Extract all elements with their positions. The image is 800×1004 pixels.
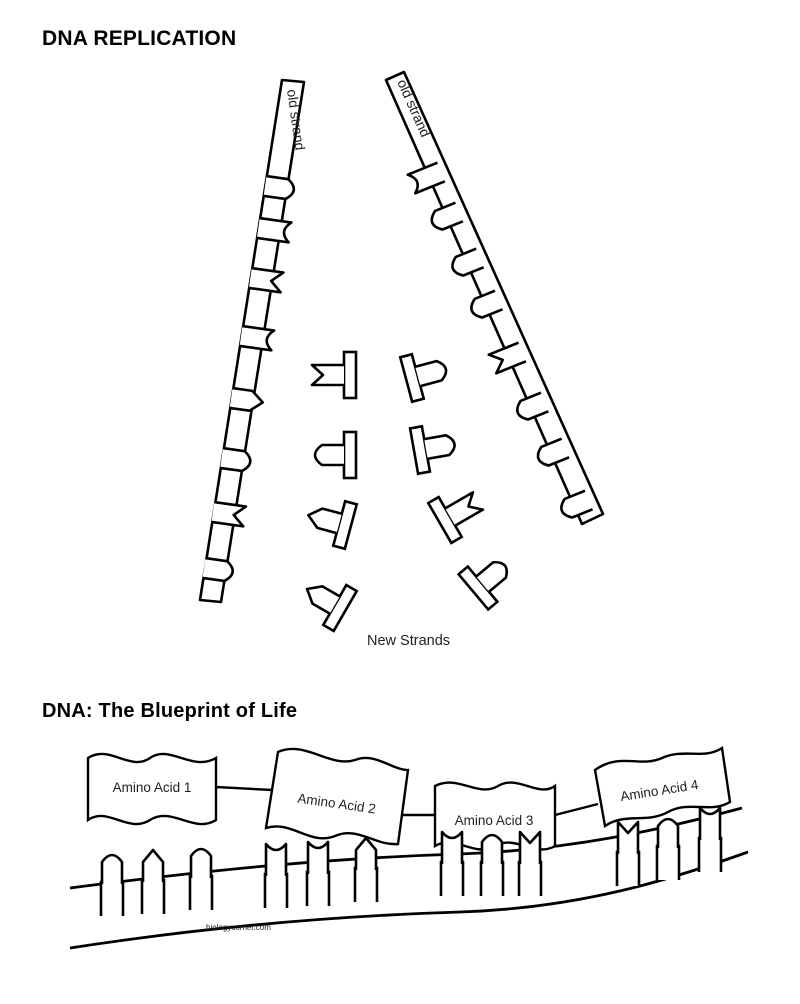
codon-base-stem xyxy=(439,860,465,896)
peptide-bonds xyxy=(215,785,599,817)
codon-base-tip xyxy=(480,833,504,866)
free-nucleotide xyxy=(457,556,513,611)
left-strand-base xyxy=(201,556,236,584)
left-strand-base xyxy=(247,266,285,294)
codon-base xyxy=(697,806,723,872)
codon-base-tip xyxy=(189,847,213,880)
amino-acid-2: Amino Acid 2 xyxy=(264,747,410,846)
free-nucleotide-tip xyxy=(413,357,450,388)
free-nucleotide-tip xyxy=(313,443,346,467)
codon-base-stem xyxy=(655,844,681,880)
amino-acid-3: Amino Acid 3 xyxy=(433,781,557,851)
amino-acid-1-label: Amino Acid 1 xyxy=(113,780,192,795)
free-nucleotide-tip xyxy=(310,363,346,387)
left-strand-base xyxy=(228,386,266,414)
codon-base-tip xyxy=(656,817,680,850)
codon-base xyxy=(353,836,379,902)
codon-base xyxy=(263,842,289,908)
free-nucleotide-tip xyxy=(422,432,458,461)
codon-base-tip xyxy=(141,848,165,884)
amino-acid-4: Amino Acid 4 xyxy=(593,745,732,829)
codon-base xyxy=(479,833,505,896)
free-nucleotide xyxy=(398,352,450,404)
codon-base-stem xyxy=(99,880,125,916)
free-nucleotide-bar xyxy=(342,430,358,480)
codon-base-stem xyxy=(479,860,505,896)
codon-base-stem xyxy=(305,870,331,906)
amino-acid-3-label: Amino Acid 3 xyxy=(455,813,534,828)
free-nucleotide xyxy=(408,425,458,475)
codon-base-tip xyxy=(616,820,640,856)
codon-base-stem xyxy=(517,860,543,896)
free-nucleotides xyxy=(300,350,513,633)
codon-base-stem xyxy=(615,850,641,886)
codon-base-stem xyxy=(188,874,214,910)
dna-replication-title: DNA REPLICATION xyxy=(42,27,237,50)
codon-base xyxy=(517,830,543,896)
codon-base xyxy=(140,848,166,914)
amino-acid-1: Amino Acid 1 xyxy=(86,752,218,826)
codon-base-stem xyxy=(140,878,166,914)
codon-base-stem xyxy=(263,872,289,908)
codon-base xyxy=(305,840,331,906)
codon-base xyxy=(439,830,465,896)
codon-base-tip xyxy=(264,842,288,878)
codon-base xyxy=(615,820,641,886)
free-nucleotide xyxy=(304,499,359,551)
codon-base-stem xyxy=(697,836,723,872)
new-strands-label: New Strands xyxy=(367,633,450,649)
free-nucleotide xyxy=(310,350,358,400)
left-strand-base xyxy=(262,174,297,202)
codon-base-tip xyxy=(698,806,722,842)
free-nucleotide-bar xyxy=(342,350,358,400)
codon-base-tip xyxy=(306,840,330,876)
codon-base xyxy=(99,853,125,916)
left-strand-base xyxy=(210,500,248,528)
mrna-bases xyxy=(99,806,723,916)
free-nucleotide xyxy=(427,491,485,545)
codon-base-stem xyxy=(353,866,379,902)
free-nucleotide xyxy=(313,430,358,480)
codon-base-tip xyxy=(354,836,378,872)
credit-text: biologycorner.com xyxy=(206,923,271,932)
codon-base xyxy=(188,847,214,910)
free-nucleotide-tip xyxy=(304,504,344,535)
codon-base xyxy=(655,817,681,880)
dna-blueprint-title: DNA: The Blueprint of Life xyxy=(42,700,298,722)
left-strand-base xyxy=(255,216,293,244)
free-nucleotide xyxy=(300,579,358,633)
codon-base-tip xyxy=(440,830,464,866)
left-strand-base xyxy=(238,324,276,352)
left-strand-base xyxy=(218,446,253,474)
codon-base-tip xyxy=(100,853,124,886)
mrna-backbone xyxy=(69,806,749,950)
